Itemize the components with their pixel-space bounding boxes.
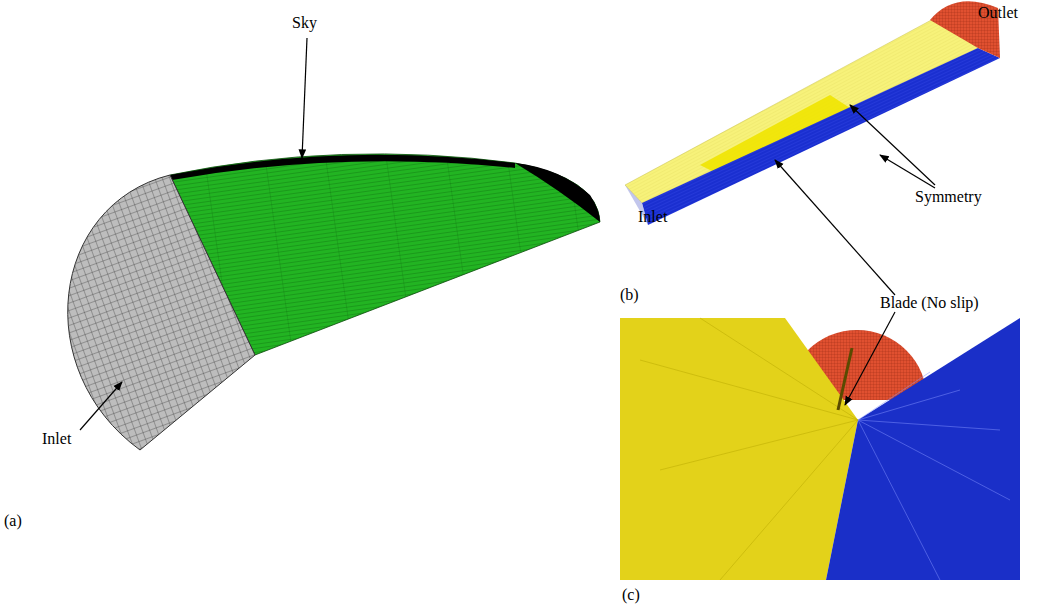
- boundary-label: Outlet: [978, 4, 1018, 22]
- panel-label: (b): [620, 286, 639, 304]
- panel-label: (c): [622, 586, 640, 604]
- boundary-label: Sky: [292, 14, 317, 32]
- panel-label: (a): [4, 512, 22, 530]
- boundary-label: Blade (No slip): [880, 294, 979, 312]
- boundary-label: Symmetry: [915, 188, 982, 206]
- boundary-label: Inlet: [638, 208, 667, 226]
- boundary-label: Inlet: [42, 430, 71, 448]
